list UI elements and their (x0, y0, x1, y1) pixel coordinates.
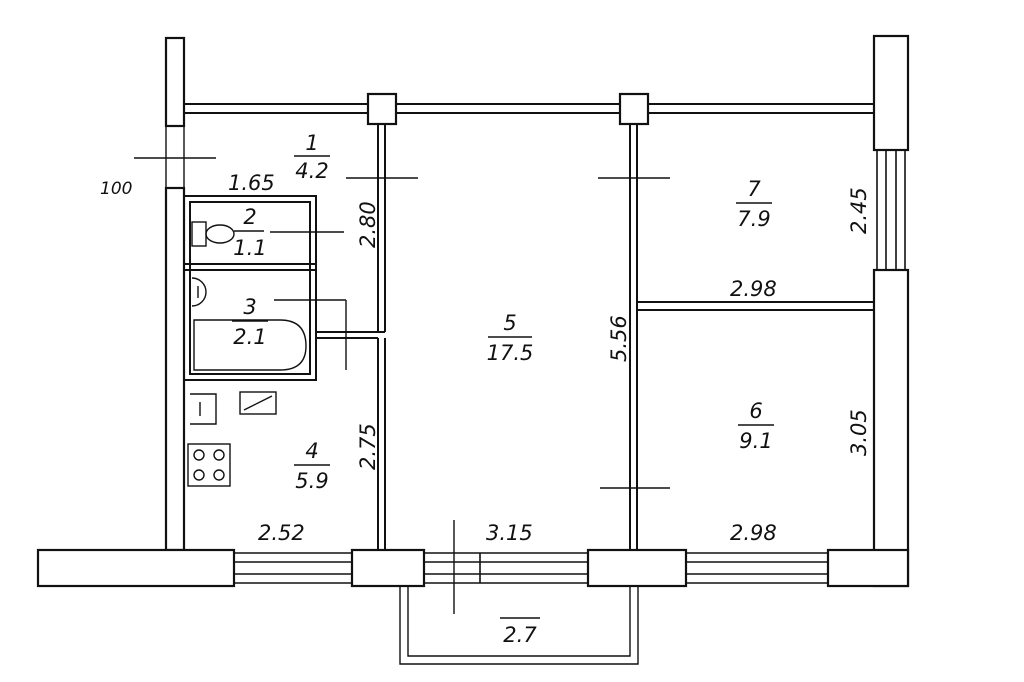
kitchen-sink-icon (190, 393, 217, 425)
balcony (399, 586, 639, 665)
balcony-area: 2.7 (503, 623, 537, 647)
dim-hall-width: 1.65 (228, 171, 275, 195)
dimension-labels: 100 1.65 2.80 2.75 2.52 3.15 5.56 2.98 2… (100, 171, 871, 545)
room-6-number: 6 (749, 399, 762, 423)
room-3-area: 2.1 (233, 325, 266, 349)
bottom-right-wall (826, 548, 910, 588)
bottom-pier-1 (350, 548, 426, 588)
room-1-area: 4.2 (295, 159, 328, 183)
window-right (876, 150, 906, 270)
room-7-label: 7 7.9 (736, 177, 772, 231)
room-5-area: 17.5 (487, 341, 534, 365)
outer-walls (36, 34, 910, 588)
dim-bedroom6-depth: 3.05 (847, 409, 871, 456)
room-labels: 1 4.2 2 1.1 3 2.1 4 5.9 5 17.5 6 9.1 (232, 131, 774, 647)
window-bottom-left (234, 552, 352, 584)
right-wall-upper (872, 34, 910, 152)
room-7-area: 7.9 (737, 207, 770, 231)
dim-bedroom7-depth: 2.45 (847, 187, 871, 234)
left-wall (164, 186, 186, 552)
room-5-label: 5 17.5 (487, 311, 534, 365)
washbasin-icon (191, 277, 207, 307)
room-7-number: 7 (747, 177, 761, 201)
window-bottom-right (686, 552, 828, 584)
room-1-number: 1 (305, 131, 318, 155)
room-4-label: 4 5.9 (294, 439, 330, 493)
partitions (183, 124, 874, 550)
bottom-left-wall (36, 548, 236, 588)
room-2-area: 1.1 (233, 236, 266, 260)
toilet-icon (191, 221, 235, 247)
room-5-number: 5 (503, 311, 516, 335)
dim-bedroom7-width: 2.98 (730, 277, 777, 301)
dim-hall-depth: 2.80 (356, 201, 380, 248)
bottom-pier-2 (586, 548, 688, 588)
column-1 (366, 92, 398, 126)
bathtub-icon (193, 319, 307, 371)
dim-living-width: 3.15 (486, 521, 533, 545)
room-2-label: 2 1.1 (233, 205, 266, 260)
room-3-number: 3 (243, 295, 256, 319)
dimension-ticks (134, 157, 670, 614)
water-heater-icon (239, 391, 277, 415)
fixtures (187, 221, 307, 487)
room-4-area: 5.9 (295, 469, 328, 493)
stove-icon (187, 443, 231, 487)
windows (234, 150, 906, 584)
right-wall-lower (872, 268, 910, 588)
dim-wall-thickness: 100 (100, 179, 132, 199)
column-2 (618, 92, 650, 126)
room-3-label: 3 2.1 (232, 295, 268, 349)
dim-kitchen-width: 2.52 (258, 521, 305, 545)
room-2-number: 2 (243, 205, 256, 229)
room-4-number: 4 (305, 439, 318, 463)
room-1-label: 1 4.2 (294, 131, 330, 183)
dim-kitchen-depth: 2.75 (356, 423, 380, 470)
left-wall-upper (164, 36, 186, 128)
dim-bedroom6-width: 2.98 (730, 521, 777, 545)
window-bottom-middle (424, 552, 588, 584)
room-6-area: 9.1 (739, 429, 772, 453)
balcony-label: 2.7 (500, 617, 540, 647)
dim-living-depth: 5.56 (607, 315, 631, 362)
room-6-label: 6 9.1 (738, 399, 774, 453)
